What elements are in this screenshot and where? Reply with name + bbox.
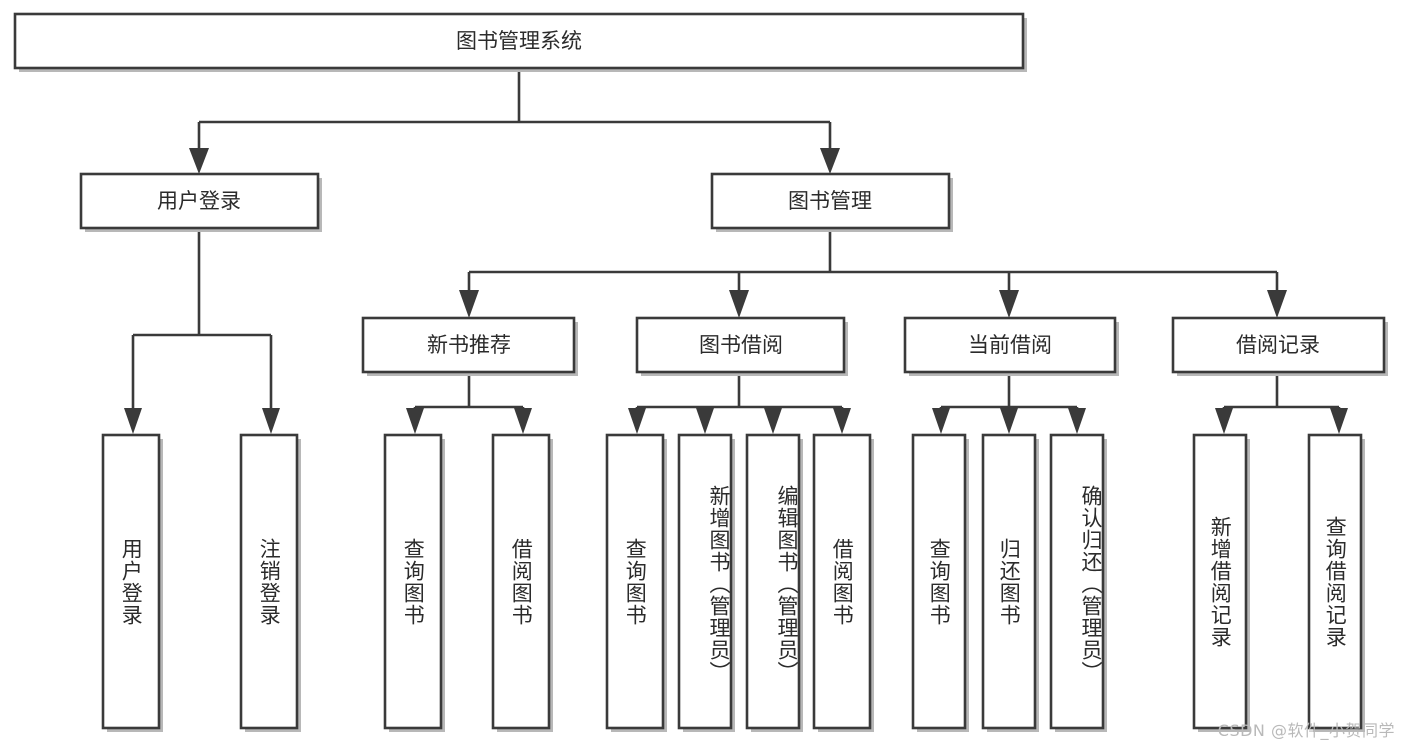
arrow-head-leaf-logout	[262, 408, 280, 434]
node-leaf-query-record-box	[1307, 433, 1363, 730]
node-leaf-borrow-book-1[interactable]	[491, 433, 553, 732]
node-book-management-label: 图书管理	[788, 189, 872, 213]
node-book-management[interactable]: 图书管理	[710, 172, 953, 232]
arrow-head-new-book-recommend	[459, 290, 479, 318]
arrow-head-user-login	[189, 148, 209, 174]
node-current-borrow[interactable]: 当前借阅	[903, 316, 1119, 376]
node-leaf-query-record[interactable]	[1307, 433, 1365, 732]
connector-group-current-borrow	[932, 372, 1086, 434]
arrow-head-leaf-borrow-book-1	[514, 408, 532, 434]
arrow-head-leaf-add-record	[1215, 408, 1233, 434]
node-book-borrow[interactable]: 图书借阅	[635, 316, 848, 376]
node-leaf-add-record[interactable]	[1192, 433, 1250, 732]
node-book-borrow-label: 图书借阅	[699, 333, 783, 357]
node-root-label: 图书管理系统	[456, 29, 582, 53]
node-borrow-record[interactable]: 借阅记录	[1171, 316, 1388, 376]
arrow-head-leaf-user-login	[124, 408, 142, 434]
arrow-head-leaf-add-book	[696, 408, 714, 434]
node-current-borrow-box	[903, 316, 1117, 374]
arrow-head-borrow-record	[1267, 290, 1287, 318]
node-user-login[interactable]: 用户登录	[79, 172, 322, 232]
connector-group-borrow-record	[1215, 372, 1348, 434]
node-leaf-borrow-book-2[interactable]	[812, 433, 874, 732]
arrow-head-leaf-query-book-1	[406, 408, 424, 434]
node-leaf-add-record-box	[1192, 433, 1248, 730]
node-leaf-add-book-box	[677, 433, 733, 730]
node-leaf-query-book-3[interactable]	[911, 433, 969, 732]
connector-group-root	[189, 68, 840, 174]
watermark-text: CSDN @软件_小贺同学	[1217, 721, 1395, 740]
node-root-box	[13, 12, 1025, 70]
arrow-head-leaf-query-book-3	[932, 408, 950, 434]
node-leaf-logout-box	[239, 433, 299, 730]
arrow-head-book-borrow	[729, 290, 749, 318]
node-leaf-query-book-3-box	[911, 433, 967, 730]
arrow-head-leaf-query-record	[1330, 408, 1348, 434]
connector-group-new-book-recommend	[406, 372, 532, 434]
arrow-head-leaf-edit-book	[764, 408, 782, 434]
node-leaf-add-book[interactable]	[677, 433, 735, 732]
node-leaf-query-book-2[interactable]	[605, 433, 667, 732]
node-leaf-user-login-box	[101, 433, 161, 730]
node-root[interactable]: 图书管理系统	[13, 12, 1027, 72]
connector-group-book-borrow	[628, 372, 851, 434]
node-leaf-edit-book-box	[745, 433, 801, 730]
node-leaf-confirm-return-box	[1049, 433, 1105, 730]
node-user-login-box	[79, 172, 320, 230]
node-leaf-logout[interactable]	[239, 433, 301, 732]
node-book-borrow-box	[635, 316, 846, 374]
node-borrow-record-box	[1171, 316, 1386, 374]
node-leaf-edit-book[interactable]	[745, 433, 803, 732]
node-book-management-box	[710, 172, 951, 230]
node-leaf-borrow-book-2-box	[812, 433, 872, 730]
arrow-head-current-borrow	[999, 290, 1019, 318]
node-leaf-return-book[interactable]	[981, 433, 1039, 732]
node-new-book-recommend[interactable]: 新书推荐	[361, 316, 578, 376]
node-leaf-return-book-box	[981, 433, 1037, 730]
node-leaf-borrow-book-1-box	[491, 433, 551, 730]
node-user-login-label: 用户登录	[157, 189, 241, 213]
connector-group-book-management	[459, 232, 1287, 318]
connector-group-user-login	[124, 232, 280, 434]
node-new-book-recommend-label: 新书推荐	[427, 333, 511, 357]
arrow-head-leaf-borrow-book-2	[833, 408, 851, 434]
node-leaf-query-book-1-box	[383, 433, 443, 730]
arrow-head-book-management	[820, 148, 840, 174]
node-new-book-recommend-box	[361, 316, 576, 374]
node-leaf-query-book-2-box	[605, 433, 665, 730]
node-borrow-record-label: 借阅记录	[1236, 333, 1320, 357]
node-leaf-confirm-return[interactable]	[1049, 433, 1107, 732]
arrow-head-leaf-return-book	[1000, 408, 1018, 434]
arrow-head-leaf-query-book-2	[628, 408, 646, 434]
node-current-borrow-label: 当前借阅	[968, 333, 1052, 357]
arrow-head-leaf-confirm-return	[1068, 408, 1086, 434]
node-leaf-user-login[interactable]	[101, 433, 163, 732]
node-leaf-query-book-1[interactable]	[383, 433, 445, 732]
